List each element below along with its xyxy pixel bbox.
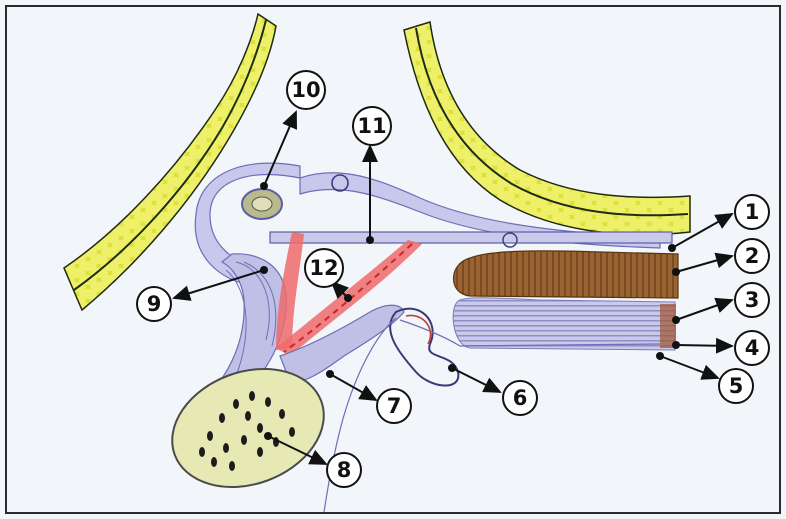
callout-8-label: 8 [337, 458, 352, 482]
callout-9: 9 [137, 287, 171, 321]
callout-8: 8 [327, 453, 361, 487]
callout-5-label: 5 [729, 374, 744, 398]
callout-4: 4 [735, 331, 769, 365]
callout-2: 2 [735, 239, 769, 273]
arrow-4 [676, 345, 732, 346]
callout-3: 3 [735, 283, 769, 317]
callout-9-label: 9 [147, 292, 162, 316]
callout-11-label: 11 [357, 114, 386, 138]
horizontal-vessel [270, 232, 672, 243]
callout-3-label: 3 [745, 288, 760, 312]
callout-6: 6 [503, 381, 537, 415]
callout-11: 11 [353, 107, 391, 145]
nodule-core [252, 197, 272, 211]
callout-5: 5 [719, 369, 753, 403]
callout-12-label: 12 [309, 256, 338, 280]
lavender-bundle [453, 298, 675, 350]
callout-12: 12 [305, 249, 343, 287]
callout-7: 7 [377, 389, 411, 423]
callout-1: 1 [735, 195, 769, 229]
callout-4-label: 4 [745, 336, 760, 360]
callout-7-label: 7 [387, 394, 402, 418]
callout-10-label: 10 [291, 78, 320, 102]
callout-6-label: 6 [513, 386, 528, 410]
lavender-bundle-end [660, 304, 676, 348]
callout-2-label: 2 [745, 244, 760, 268]
callout-10: 10 [287, 71, 325, 109]
callout-1-label: 1 [745, 200, 760, 224]
brown-muscle [454, 251, 679, 298]
